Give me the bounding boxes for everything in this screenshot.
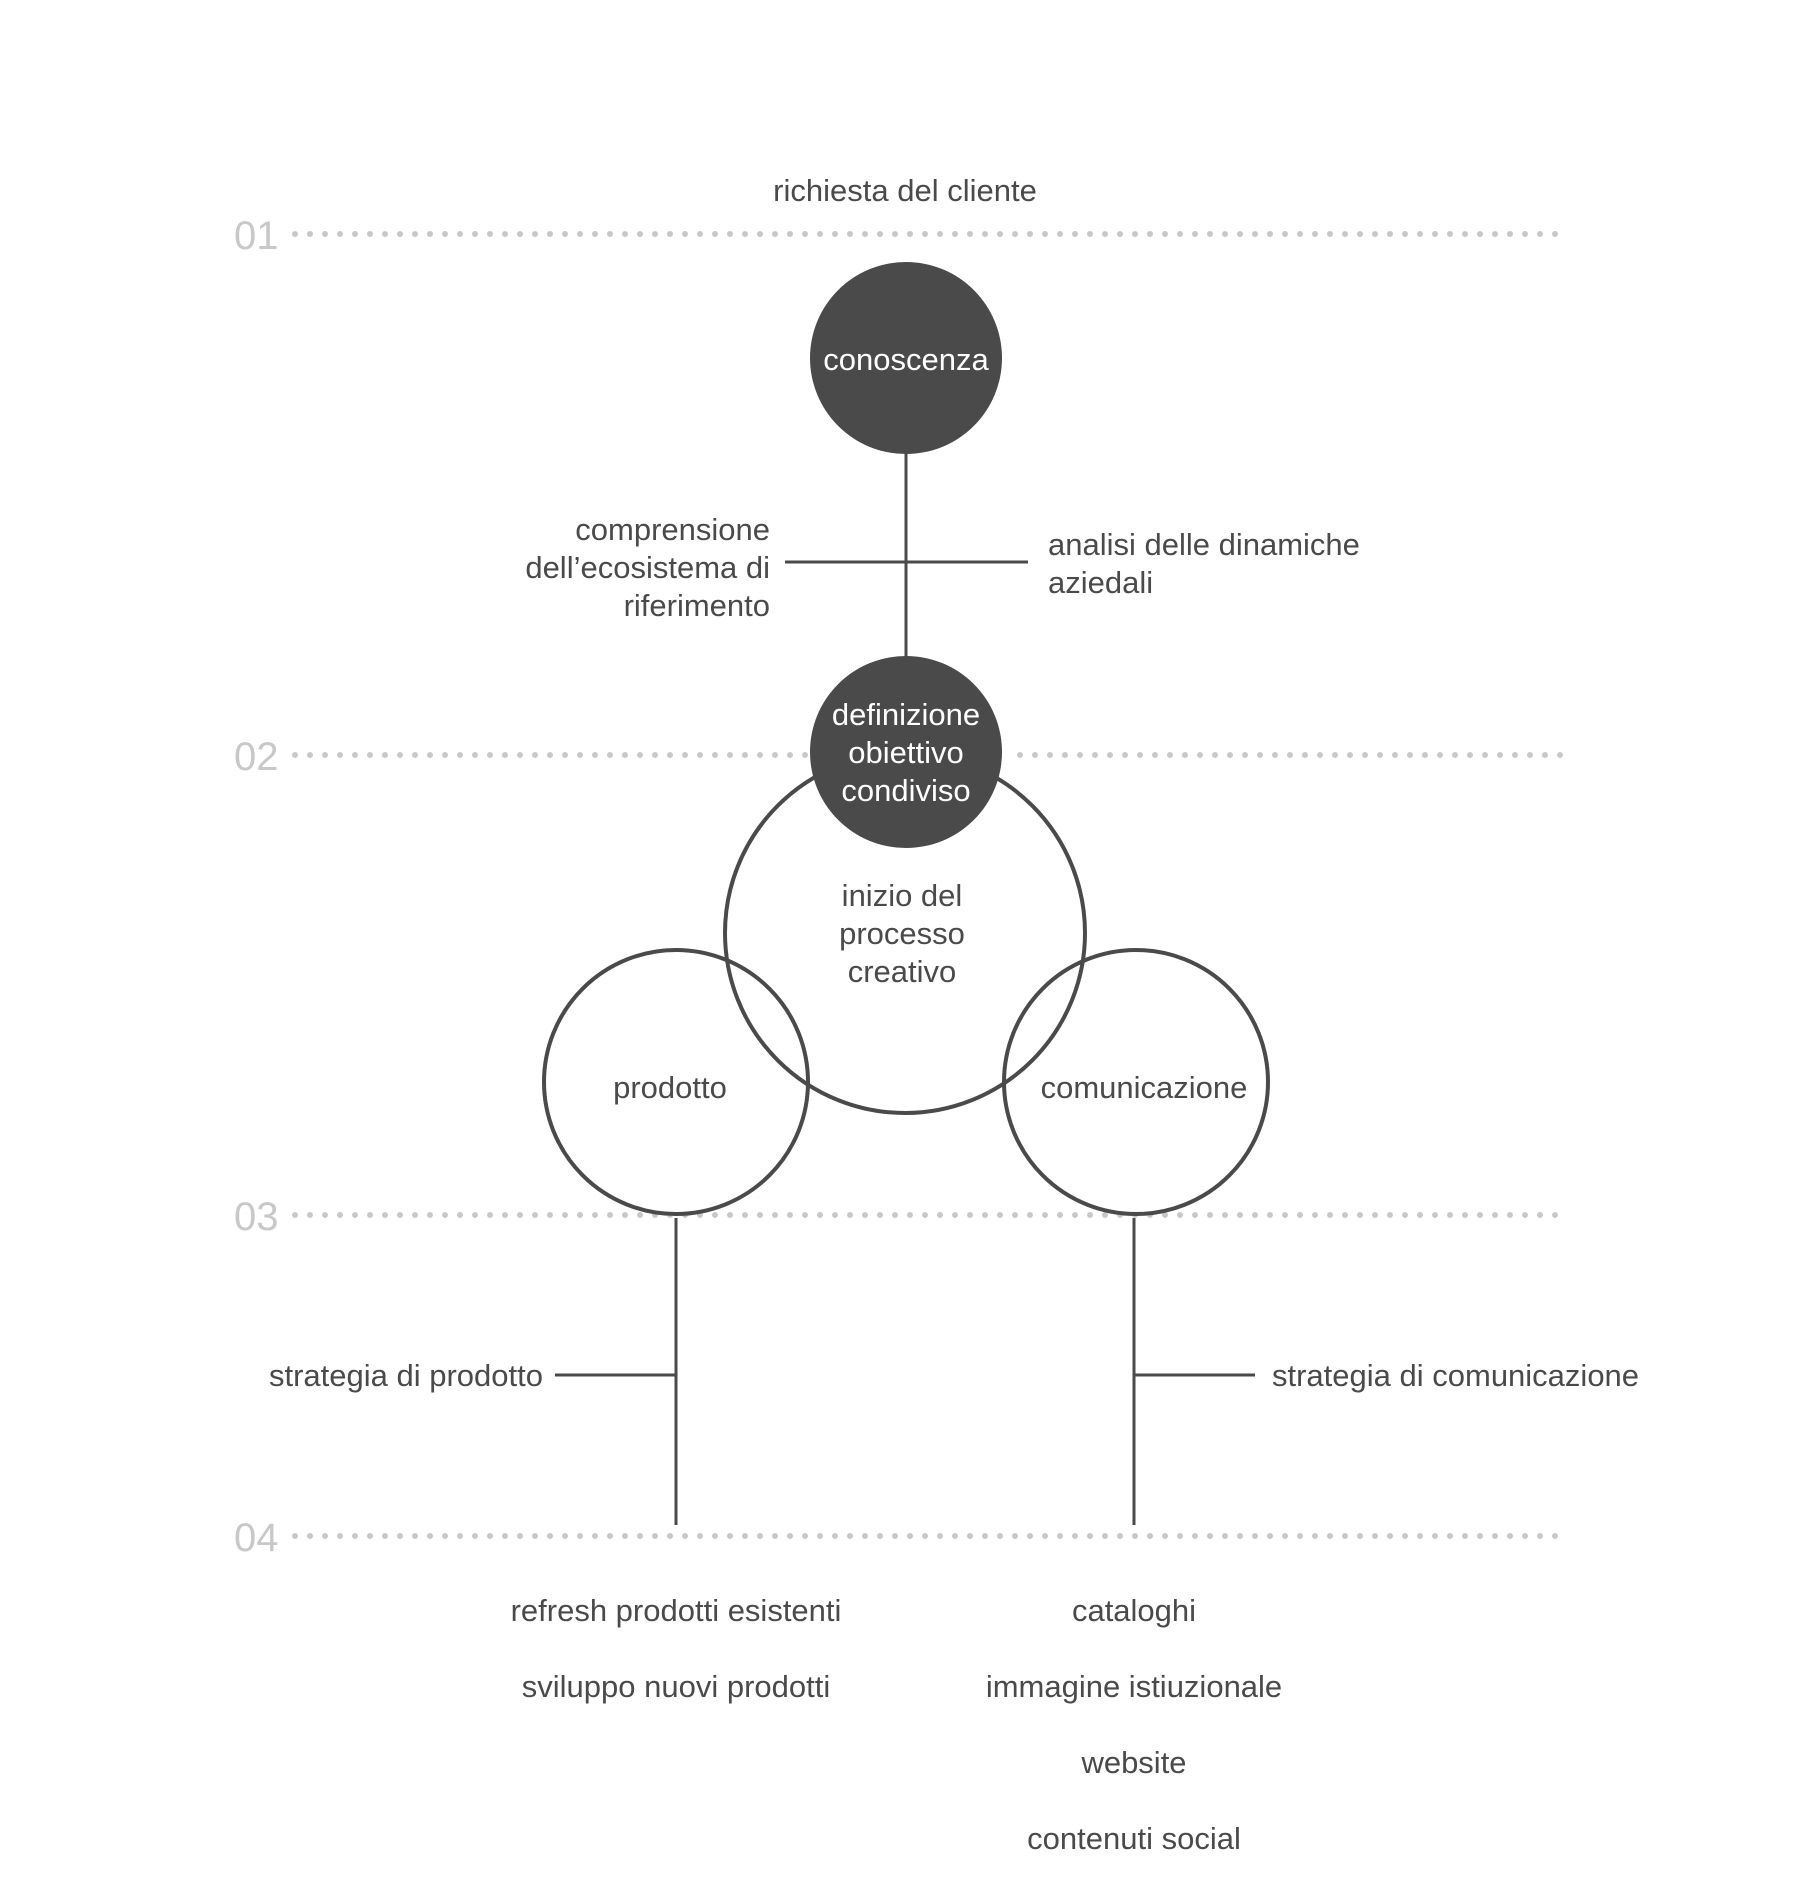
level-number-01: 01 <box>234 214 279 258</box>
branch-strategia-prodotto-label: strategia di prodotto <box>268 1358 543 1393</box>
process-diagram <box>292 231 1573 1539</box>
node-conoscenza-label: conoscenza <box>823 342 989 377</box>
output-item: website <box>1081 1745 1187 1780</box>
circle-conoscenza <box>810 262 1002 454</box>
level-number-02: 02 <box>234 735 279 779</box>
branch-comprensione-label: comprensione dell’ecosistema di riferime… <box>525 512 770 623</box>
node-definizione-label: definizione obiettivo condiviso <box>831 697 981 808</box>
branch-strategia-comunicazione-label: strategia di comunicazione <box>1272 1358 1640 1393</box>
output-item: refresh prodotti esistenti <box>510 1593 842 1628</box>
circle-prodotto <box>542 948 810 1216</box>
branch-analisi-label: analisi delle dinamiche aziedali <box>1048 527 1360 600</box>
output-item: cataloghi <box>1071 1593 1197 1628</box>
output-item: contenuti social <box>1027 1821 1241 1856</box>
output-item: immagine istiuzionale <box>985 1669 1283 1704</box>
node-prodotto-label: prodotto <box>613 1070 727 1105</box>
level-number-04: 04 <box>234 1516 279 1560</box>
diagram-title: richiesta del cliente <box>773 173 1037 208</box>
circle-definizione <box>810 656 1002 848</box>
circle-comunicazione <box>1002 948 1270 1216</box>
output-prodotto-list: refresh prodotti esistenti sviluppo nuov… <box>511 1554 842 1744</box>
level-number-03: 03 <box>234 1195 279 1239</box>
node-comunicazione-label: comunicazione <box>1040 1070 1248 1105</box>
node-inizio-label: inizio del processo creativo <box>839 878 965 989</box>
output-comunicazione-list: cataloghi immagine istiuzionale website … <box>986 1554 1282 1896</box>
output-item: sviluppo nuovi prodotti <box>521 1669 831 1704</box>
